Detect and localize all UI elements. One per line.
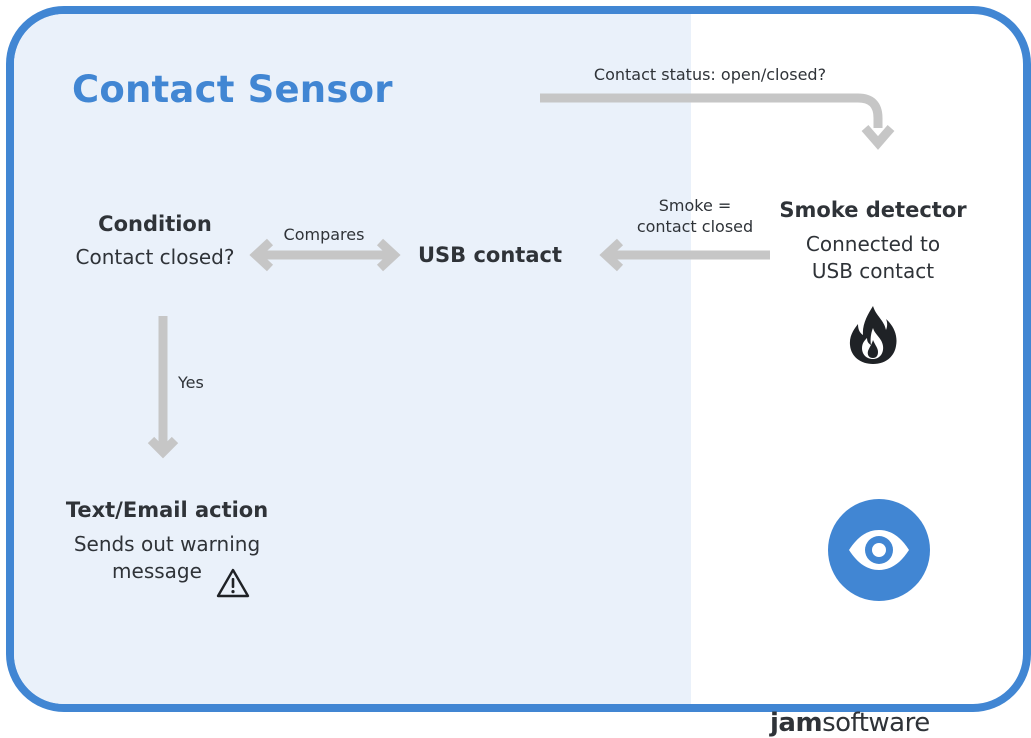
logo-bold: jam [770,708,823,738]
compares-label: Compares [283,225,365,244]
compares-arrow-head-left [249,238,274,272]
action-node: Text/Email action Sends out warning mess… [52,498,282,585]
smoke-detector-line2: USB contact [811,259,935,283]
status-arrow-head [861,125,895,150]
action-heading: Text/Email action [65,498,269,522]
left-panel [14,14,691,704]
eye-badge [828,499,930,601]
smoke-arrow-label-line1: Smoke = [658,196,732,215]
smoke-arrow-label: Smoke = contact closed [620,195,770,237]
condition-heading: Condition [98,212,212,236]
condition-text: Contact closed? [75,245,235,269]
status-arrow-label: Contact status: open/closed? [593,65,827,84]
compares-arrow-head-right [376,238,401,272]
logo-light: software [822,708,930,738]
page-title: Contact Sensor [72,68,393,111]
jamsoftware-logo: jamsoftware [770,708,930,738]
yes-label: Yes [178,373,204,392]
smoke-detector-node: Smoke detector Connected to USB contact [768,198,978,285]
condition-node: Condition Contact closed? [60,212,250,271]
smoke-arrow-label-line2: contact closed [636,217,754,236]
fire-icon [849,306,897,364]
eye-icon [849,530,909,570]
action-line2: message [112,559,202,583]
action-line1: Sends out warning [73,532,261,556]
warning-icon [216,568,250,598]
smoke-detector-heading: Smoke detector [779,198,967,222]
status-arrow [540,93,883,128]
smoke-arrow-head [599,238,624,272]
usb-contact-node: USB contact [417,243,563,267]
yes-arrow-head [147,436,179,459]
smoke-detector-line1: Connected to [805,232,941,256]
